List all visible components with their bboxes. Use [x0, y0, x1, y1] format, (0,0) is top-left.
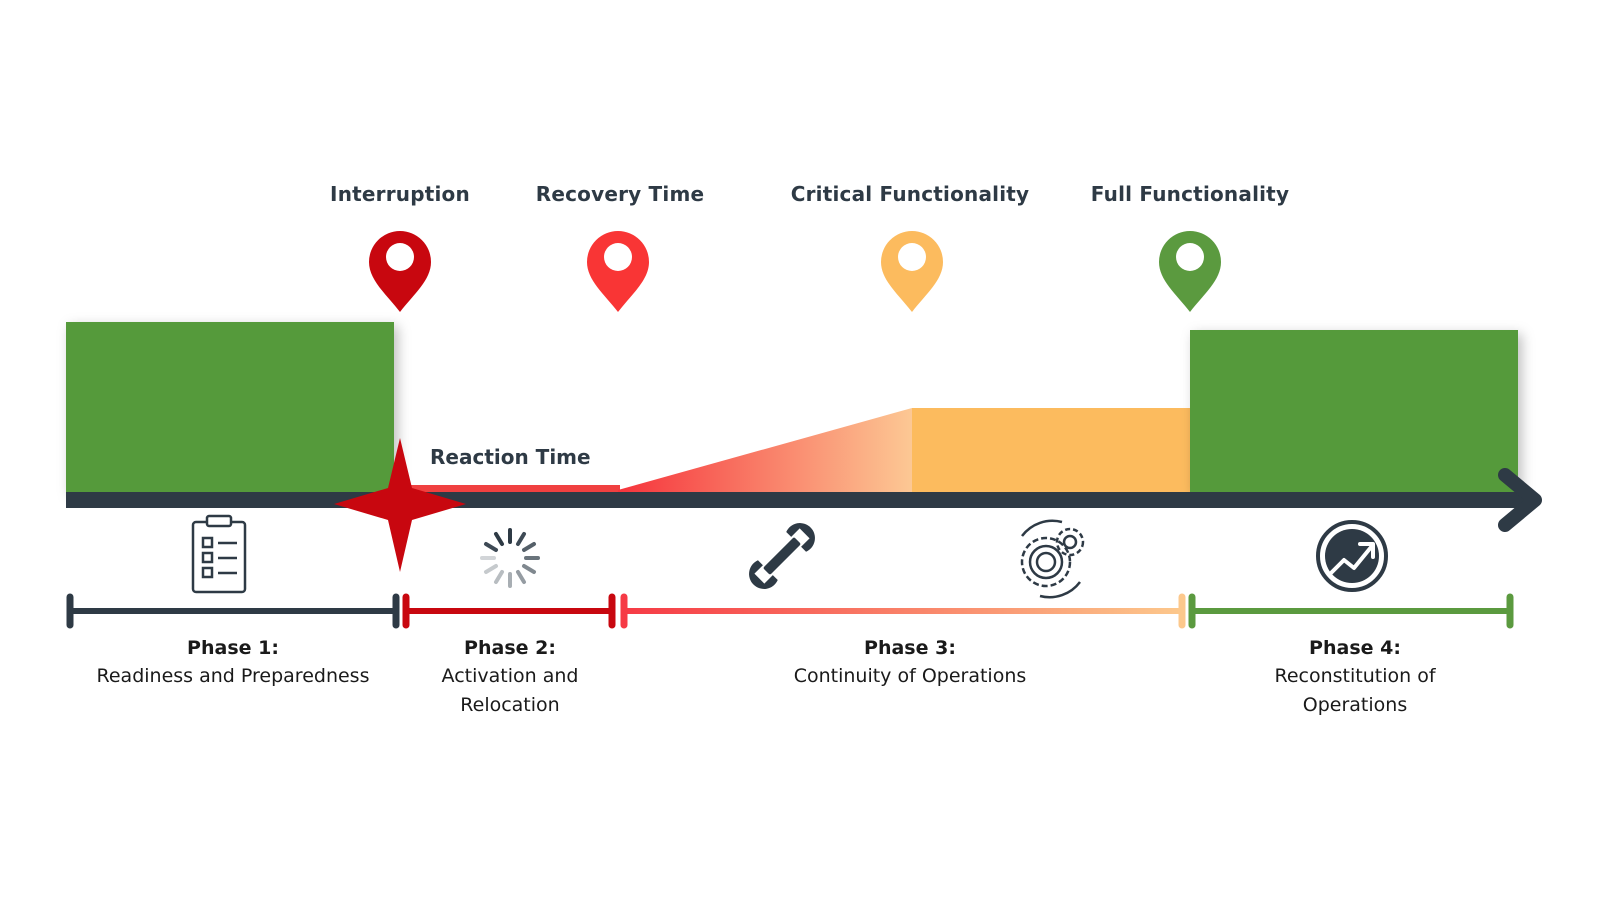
phase-2-description-line-2: Relocation: [460, 694, 560, 716]
full-functionality-block: [1190, 330, 1518, 492]
phase-3-title: Phase 3:: [864, 637, 956, 659]
phase-2-description-line-1: Activation and: [441, 665, 579, 687]
timeline-arrowhead: [1498, 468, 1542, 532]
phase-4-range-bar: [1188, 593, 1514, 629]
phase-2-title: Phase 2:: [464, 637, 556, 659]
phase-3-range-bar: [620, 593, 1186, 629]
recovery-ramp: [618, 408, 912, 492]
reaction-time-bar: [400, 485, 620, 492]
phase-4-title: Phase 4:: [1309, 637, 1401, 659]
phase-1-description: Readiness and Preparedness: [96, 665, 370, 687]
gears-cycle-icon: [1020, 519, 1085, 599]
interruption-pin-icon: [369, 231, 431, 312]
phase-4-description: Reconstitution of Operations: [1274, 665, 1436, 716]
interruption-star-icon: [334, 438, 466, 572]
milestone-label-full-functionality: Full Functionality: [1090, 182, 1290, 206]
phase-4-caption: Phase 4: Reconstitution of Operations: [1233, 634, 1478, 720]
phase-2-range-bar: [402, 593, 616, 629]
full-functionality-pin-icon: [1159, 231, 1221, 312]
clipboard-checklist-icon: [191, 514, 247, 594]
loading-spinner-icon: [480, 528, 540, 588]
critical-functionality-block: [912, 408, 1190, 492]
critical-functionality-pin-icon: [881, 231, 943, 312]
growth-chart-icon: [1316, 520, 1388, 592]
reaction-time-label: Reaction Time: [430, 445, 591, 469]
milestone-label-critical-functionality: Critical Functionality: [790, 182, 1030, 206]
phase-1-range-bar: [66, 593, 400, 629]
recovery-time-pin-icon: [587, 231, 649, 312]
phase-2-caption: Phase 2: Activation and Relocation: [442, 634, 579, 720]
phase-1-caption: Phase 1: Readiness and Preparedness: [97, 634, 370, 691]
wrench-icon: [749, 523, 815, 589]
phase-1-title: Phase 1:: [187, 637, 279, 659]
phase-3-caption: Phase 3: Continuity of Operations: [794, 634, 1027, 691]
readiness-capacity-block: [66, 322, 394, 492]
milestone-label-recovery-time: Recovery Time: [535, 182, 705, 206]
milestone-label-interruption: Interruption: [330, 182, 470, 206]
phase-3-description: Continuity of Operations: [793, 665, 1027, 687]
